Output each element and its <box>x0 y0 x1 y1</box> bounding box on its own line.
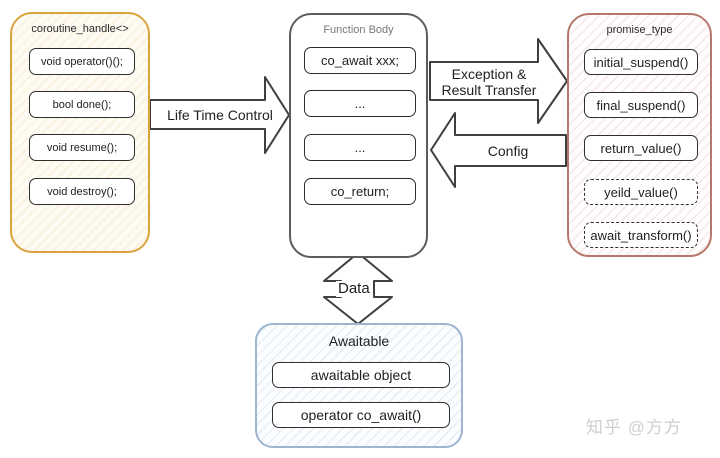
config-arrow <box>430 112 567 188</box>
exception-result-transfer-arrow <box>429 38 568 124</box>
config-label: Config <box>487 143 529 159</box>
awaitable-item-operator: operator co_await() <box>272 402 450 428</box>
coroutine-handle-box: coroutine_handle<> void operator()(); bo… <box>10 12 150 253</box>
exception-result-label: Exception & Result Transfer <box>430 66 548 98</box>
promise-item-final-suspend: final_suspend() <box>584 92 698 118</box>
coroutine-item-resume: void resume(); <box>29 134 135 161</box>
function-body-title: Function Body <box>323 24 394 36</box>
awaitable-box: Awaitable awaitable object operator co_a… <box>255 323 463 448</box>
promise-item-return-value: return_value() <box>584 135 698 161</box>
zhihu-watermark: 知乎 @方方 <box>586 418 682 437</box>
awaitable-title: Awaitable <box>328 333 390 349</box>
exception-result-label-line2: Result Transfer <box>441 82 537 98</box>
data-label: Data <box>336 280 372 297</box>
promise-type-title: promise_type <box>606 24 673 36</box>
promise-item-await-transform: await_transform() <box>584 222 698 248</box>
coroutine-item-done: bool done(); <box>29 91 135 118</box>
coroutine-handle-title: coroutine_handle<> <box>31 23 129 35</box>
function-item-co-return: co_return; <box>304 178 416 205</box>
function-body-box: Function Body co_await xxx; ... ... co_r… <box>289 13 428 258</box>
function-item-ellipsis-1: ... <box>304 90 416 117</box>
life-time-control-arrow <box>149 76 290 154</box>
promise-type-box: promise_type initial_suspend() final_sus… <box>567 13 712 257</box>
coroutine-item-destroy: void destroy(); <box>29 178 135 205</box>
promise-item-initial-suspend: initial_suspend() <box>584 49 698 75</box>
coroutine-item-operator: void operator()(); <box>29 48 135 75</box>
life-time-control-label: Life Time Control <box>167 107 273 123</box>
promise-item-yield-value: yeild_value() <box>584 179 698 205</box>
function-item-co-await: co_await xxx; <box>304 47 416 74</box>
awaitable-item-object: awaitable object <box>272 362 450 388</box>
function-item-ellipsis-2: ... <box>304 134 416 161</box>
exception-result-label-line1: Exception & <box>451 66 527 82</box>
